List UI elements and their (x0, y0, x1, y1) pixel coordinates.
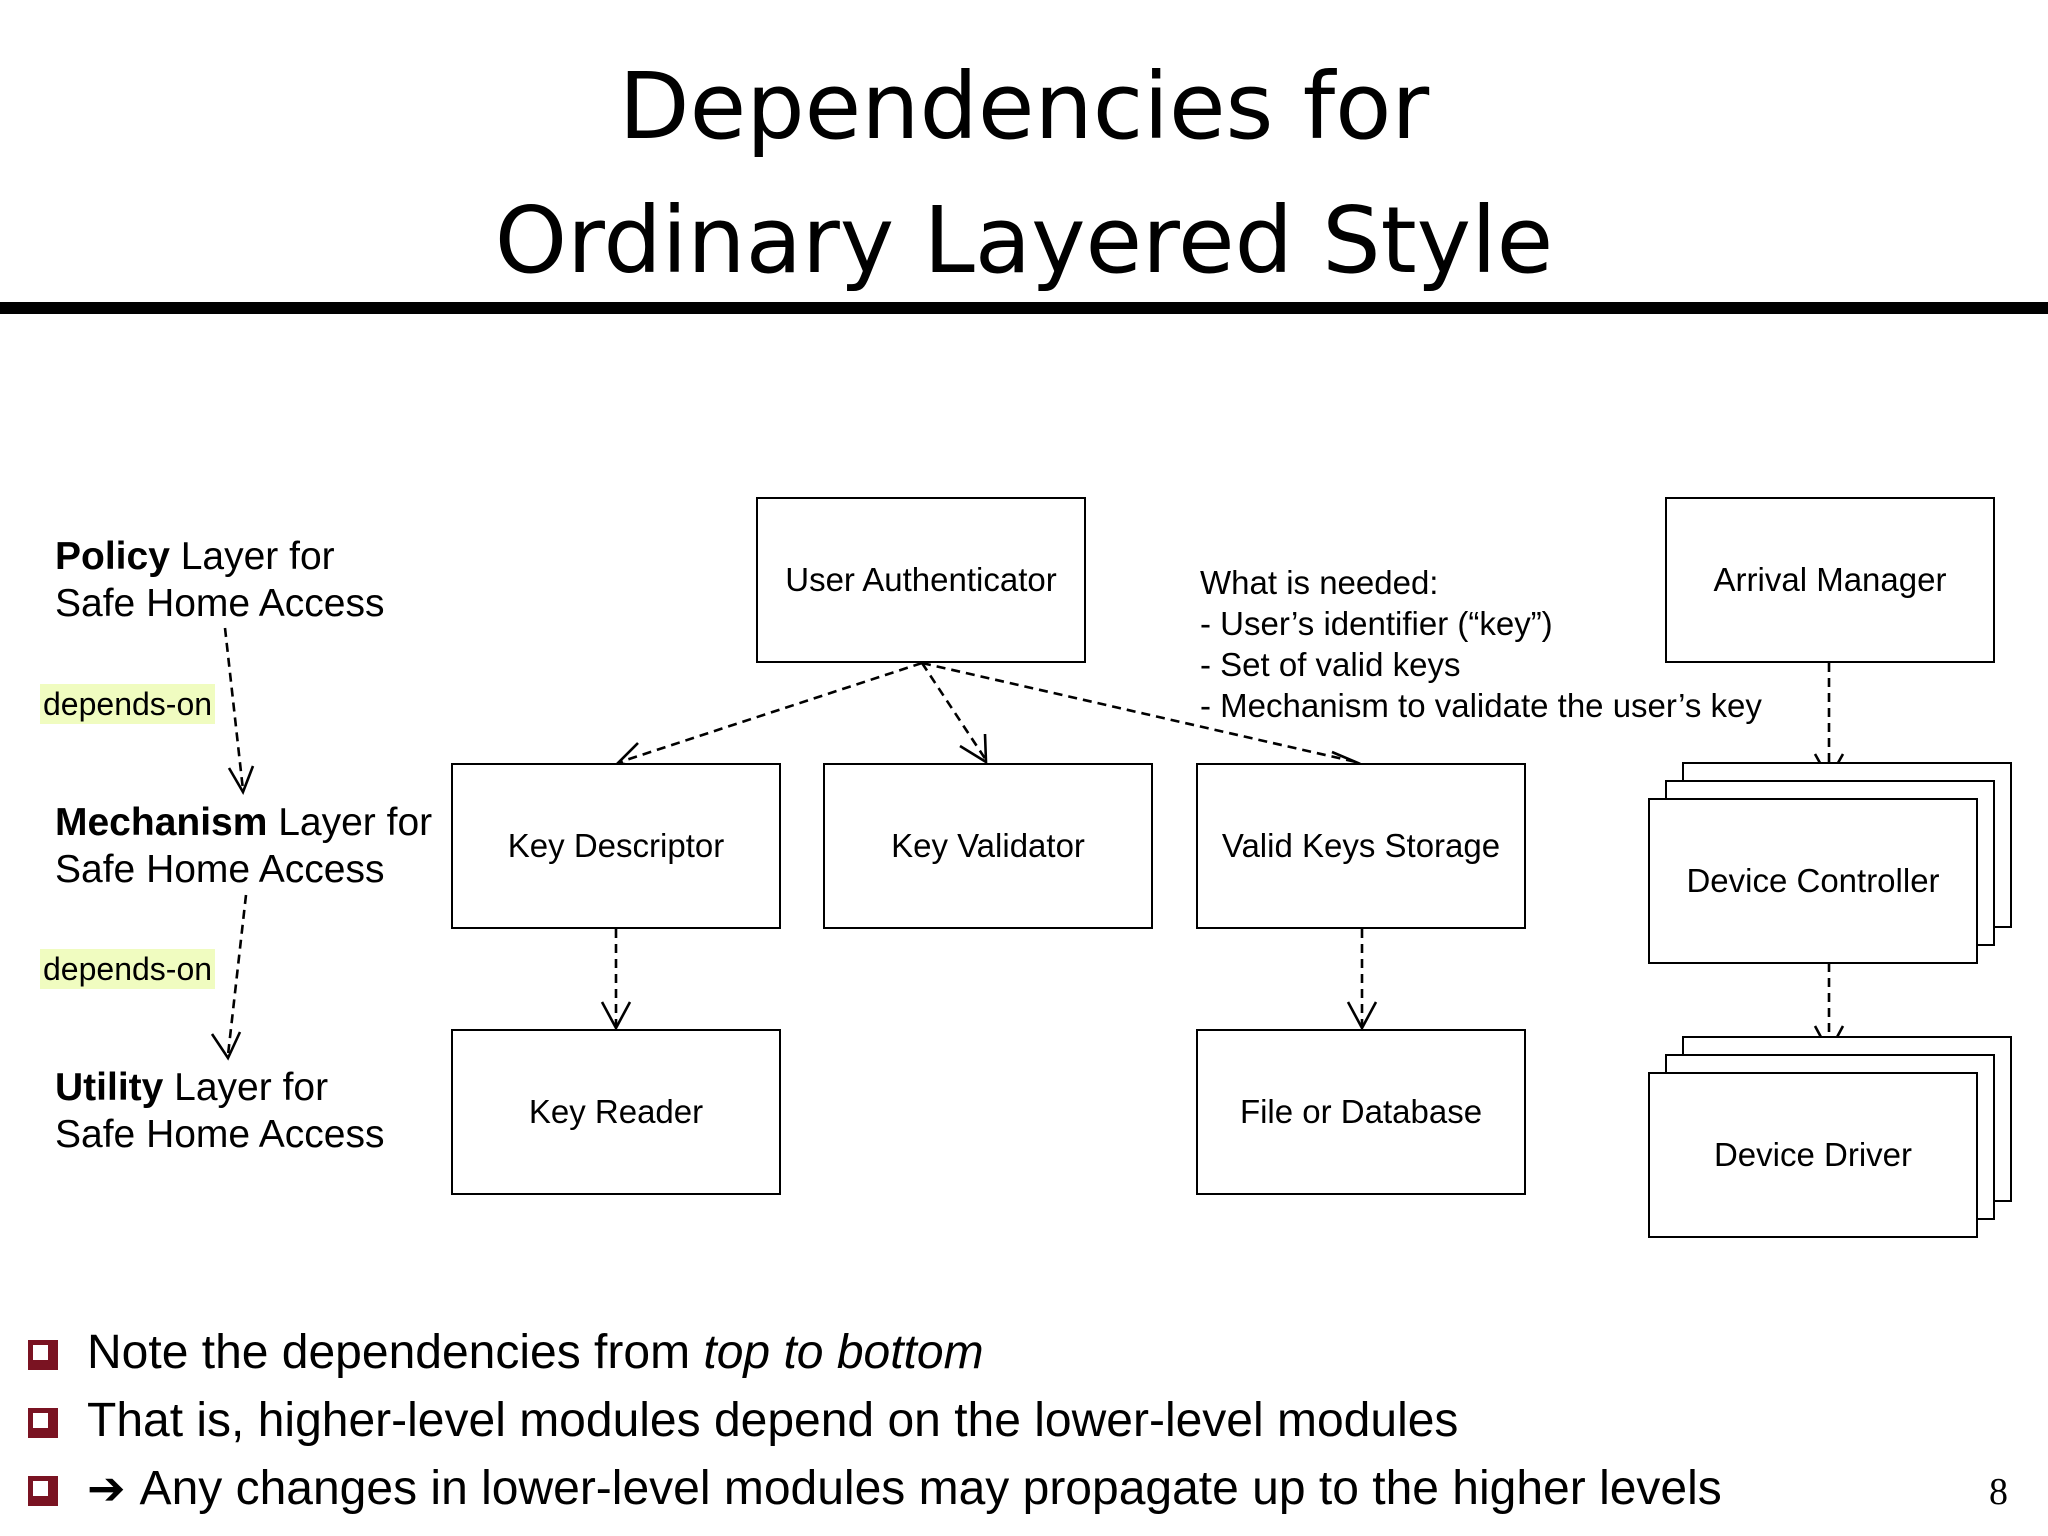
mechanism-layer-rest: Layer for (267, 801, 433, 844)
arrowhead-4 (959, 733, 988, 765)
policy-layer-label: Policy Layer for Safe Home Access (55, 533, 384, 627)
requirements-note-item-3: - Mechanism to validate the user’s key (1200, 687, 1762, 724)
policy-layer-bold: Policy (55, 535, 170, 578)
module-key-reader: Key Reader (451, 1029, 781, 1195)
module-key-descriptor-label: Key Descriptor (507, 827, 725, 864)
module-user-authenticator: User Authenticator (756, 497, 1086, 663)
utility-layer-bold: Utility (55, 1066, 164, 1109)
module-device-controller-label: Device Controller (1686, 862, 1940, 899)
bullet-3-text: Any changes in lower-level modules may p… (139, 1461, 1722, 1515)
mechanism-layer-label: Mechanism Layer for Safe Home Access (55, 799, 432, 893)
arrow-policy-to-mechanism (223, 627, 245, 791)
module-file-or-database: File or Database (1196, 1029, 1526, 1195)
checkbox-bullet-icon (28, 1407, 58, 1438)
bullet-1-prefix: Note the dependencies from (87, 1325, 704, 1379)
bullet-1-emphasis: top to bottom (703, 1325, 984, 1379)
module-key-validator-label: Key Validator (891, 827, 1085, 864)
utility-layer-line2: Safe Home Access (55, 1113, 385, 1156)
arrowhead-8 (1346, 1001, 1378, 1031)
bullet-2: That is, higher-level modules depend on … (28, 1386, 1722, 1454)
mechanism-layer-line2: Safe Home Access (55, 848, 385, 891)
bullet-1: Note the dependencies from top to bottom (28, 1318, 1722, 1386)
arrowhead-1 (227, 765, 255, 795)
right-arrow-icon: ➔ (87, 1462, 126, 1514)
module-valid-keys-storage-label: Valid Keys Storage (1221, 827, 1501, 864)
requirements-note: What is needed: - User’s identifier (“ke… (1200, 562, 1762, 726)
module-key-reader-label: Key Reader (528, 1093, 704, 1130)
bullet-3: ➔ Any changes in lower-level modules may… (28, 1454, 1722, 1522)
depends-on-tag-2: depends-on (40, 949, 216, 989)
module-arrival-manager-label: Arrival Manager (1713, 561, 1947, 598)
arrow-ua-to-key-descriptor (619, 661, 923, 764)
mechanism-layer-bold: Mechanism (55, 801, 268, 844)
slide-title: Dependencies for Ordinary Layered Style (0, 40, 2048, 308)
module-key-validator: Key Validator (823, 763, 1153, 929)
slide-title-line-1: Dependencies for (618, 53, 1430, 160)
requirements-note-item-2: - Set of valid keys (1200, 646, 1461, 683)
bullet-2-text: That is, higher-level modules depend on … (87, 1393, 1459, 1447)
module-user-authenticator-label: User Authenticator (785, 561, 1057, 598)
module-valid-keys-storage: Valid Keys Storage (1196, 763, 1526, 929)
module-device-driver-label: Device Driver (1713, 1136, 1913, 1173)
module-arrival-manager: Arrival Manager (1665, 497, 1995, 663)
page-number: 8 (1989, 1471, 2008, 1513)
arrowhead-2 (210, 1031, 242, 1061)
utility-layer-rest: Layer for (163, 1066, 329, 1109)
requirements-note-item-1: - User’s identifier (“key”) (1200, 605, 1553, 642)
requirements-note-heading: What is needed: (1200, 564, 1439, 601)
module-device-driver: Device Driver (1648, 1072, 1978, 1238)
module-file-or-database-label: File or Database (1239, 1093, 1483, 1130)
depends-on-tag-1: depends-on (40, 684, 216, 724)
arrow-mechanism-to-utility (226, 894, 248, 1056)
slide-title-line-2: Ordinary Layered Style (494, 187, 1554, 294)
bullet-list: Note the dependencies from top to bottom… (28, 1318, 1722, 1522)
checkbox-bullet-icon (28, 1339, 58, 1370)
arrowhead-7 (600, 1001, 632, 1031)
checkbox-bullet-icon (28, 1475, 58, 1506)
title-divider (0, 302, 2048, 314)
module-key-descriptor: Key Descriptor (451, 763, 781, 929)
utility-layer-label: Utility Layer for Safe Home Access (55, 1064, 384, 1158)
policy-layer-line2: Safe Home Access (55, 582, 385, 625)
policy-layer-rest: Layer for (169, 535, 335, 578)
arrow-ua-to-key-validator (920, 662, 988, 761)
module-device-controller: Device Controller (1648, 798, 1978, 964)
